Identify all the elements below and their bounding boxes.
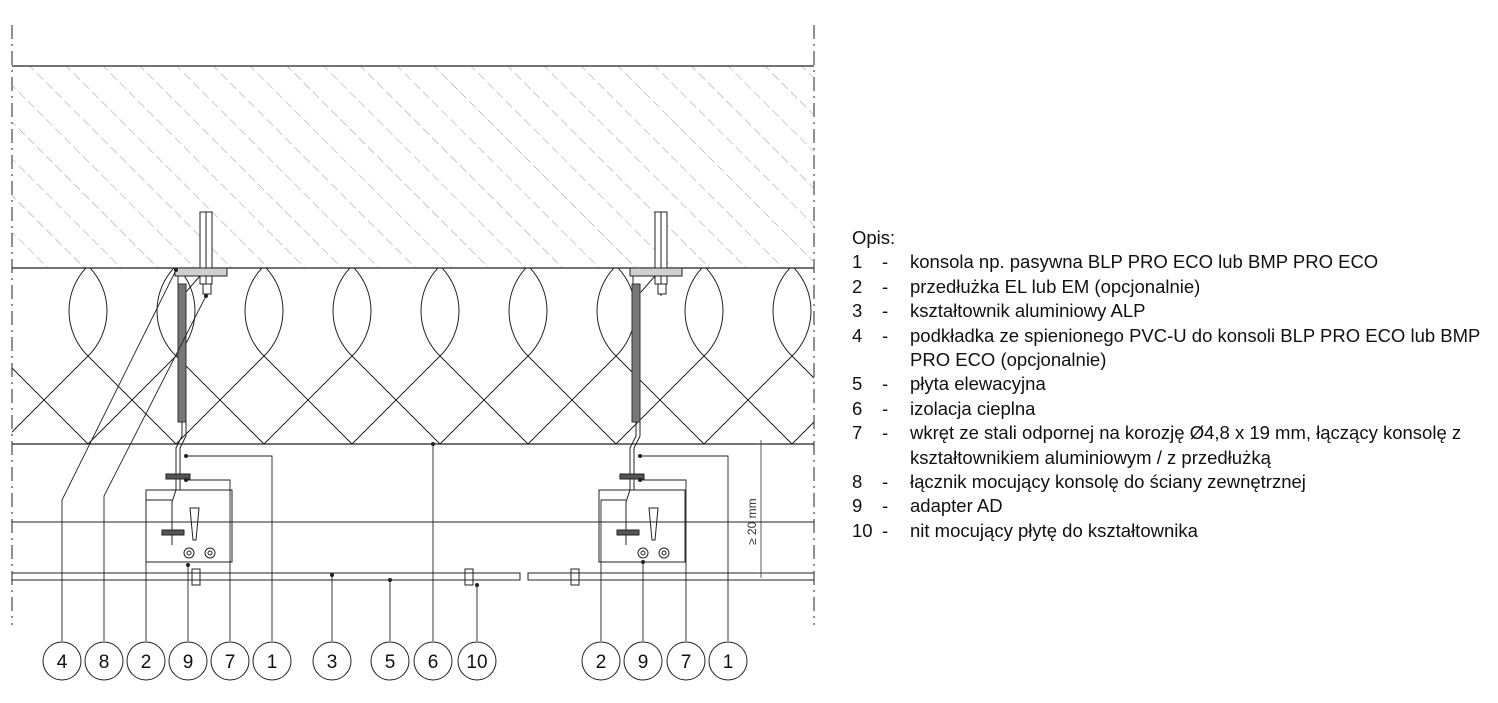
callout-circle	[370, 641, 410, 681]
callout-circle	[42, 641, 82, 681]
legend-item: 5-płyta elewacyjna	[852, 372, 1492, 396]
legend-item: 6-izolacja cieplna	[852, 397, 1492, 421]
legend-item-number: 6	[852, 397, 863, 419]
legend-item-text: wkręt ze stali odpornej na korozję Ø4,8 …	[910, 422, 1462, 468]
callout-label: 3	[327, 652, 338, 673]
legend-item: 3-kształtownik aluminiowy ALP	[852, 299, 1492, 323]
dimension-label: ≥ 20 mm	[745, 498, 759, 545]
callout-circle	[84, 641, 124, 681]
callout-label: 2	[596, 652, 607, 673]
legend-item-separator: -	[882, 495, 889, 517]
legend-list: 1-konsola np. pasywna BLP PRO ECO lub BM…	[852, 250, 1492, 543]
legend-item-number: 10	[852, 519, 873, 541]
leader-dots	[174, 268, 645, 587]
callout-circle	[210, 641, 250, 681]
callout-circle	[623, 641, 663, 681]
legend-panel: Opis: 1-konsola np. pasywna BLP PRO ECO …	[852, 226, 1492, 543]
callout-label: 5	[385, 652, 396, 673]
legend-item-separator: -	[882, 519, 889, 541]
legend-item: 9-adapter AD	[852, 494, 1492, 518]
legend-item-number: 9	[852, 495, 863, 517]
callout-label: 7	[681, 652, 692, 673]
callout-label: 1	[723, 652, 734, 673]
legend-item-text: konsola np. pasywna BLP PRO ECO lub BMP …	[910, 251, 1379, 273]
callout-label: 2	[141, 652, 152, 673]
legend-item-separator: -	[882, 300, 889, 322]
callout-label: 8	[99, 652, 110, 673]
wall-hatch	[12, 66, 814, 268]
leader-lines	[61, 269, 729, 641]
legend-item-separator: -	[882, 251, 889, 273]
bracket-assembly-right	[570, 211, 686, 586]
legend-item-text: przedłużka EL lub EM (opcjonalnie)	[910, 275, 1201, 297]
callout-label: 1	[267, 652, 278, 673]
legend-heading: Opis:	[852, 227, 896, 248]
callout-bubbles: 4 8 2 9 7 1 3 5 6 10 2 9 7 1	[42, 641, 748, 681]
callout-circle	[457, 641, 497, 681]
legend-item-text: płyta elewacyjna	[910, 373, 1046, 395]
callout-label: 9	[638, 652, 649, 673]
legend-item-text: izolacja cieplna	[910, 397, 1036, 419]
legend-item-number: 8	[852, 471, 863, 493]
callout-label: 4	[57, 652, 68, 673]
legend-item-number: 7	[852, 422, 863, 444]
legend-item-number: 3	[852, 300, 863, 322]
callout-circle	[312, 641, 352, 681]
bracket-assembly-left	[145, 211, 233, 586]
callout-label: 9	[183, 652, 194, 673]
legend-item-separator: -	[882, 471, 889, 493]
callout-circle	[252, 641, 292, 681]
legend-item-text: podkładka ze spienionego PVC-U do konsol…	[910, 324, 1481, 371]
callout-circle	[413, 641, 453, 681]
legend-item-text: kształtownik aluminiowy ALP	[910, 300, 1146, 322]
legend-item-text: nit mocujący płytę do kształtownika	[910, 519, 1198, 541]
callout-circle	[168, 641, 208, 681]
legend-item: 10-nit mocujący płytę do kształtownika	[852, 519, 1492, 543]
legend-item-text: adapter AD	[910, 495, 1003, 517]
insulation-symbol	[12, 268, 814, 444]
legend-item-separator: -	[882, 373, 889, 395]
legend-item-number: 5	[852, 373, 863, 395]
callout-label: 6	[428, 652, 439, 673]
legend-item: 7-wkręt ze stali odpornej na korozję Ø4,…	[852, 421, 1492, 470]
callout-circle	[581, 641, 621, 681]
legend-item: 2-przedłużka EL lub EM (opcjonalnie)	[852, 275, 1492, 299]
legend-item-number: 4	[852, 324, 863, 346]
callout-label: 7	[225, 652, 236, 673]
callout-circle	[708, 641, 748, 681]
callout-circle	[126, 641, 166, 681]
legend-item: 8-łącznik mocujący konsolę do ściany zew…	[852, 470, 1492, 494]
legend-item: 1-konsola np. pasywna BLP PRO ECO lub BM…	[852, 250, 1492, 274]
legend-item: 4-podkładka ze spienionego PVC-U do kons…	[852, 324, 1492, 373]
cladding-panels	[11, 572, 815, 581]
legend-item-text: łącznik mocujący konsolę do ściany zewnę…	[910, 471, 1306, 493]
callout-label: 10	[466, 652, 487, 673]
legend-item-separator: -	[882, 397, 889, 419]
rivet-middle	[464, 568, 474, 586]
legend-item-separator: -	[882, 422, 889, 444]
legend-item-separator: -	[882, 324, 889, 346]
dimension-marker	[755, 440, 767, 578]
legend-item-number: 2	[852, 275, 863, 297]
legend-item-number: 1	[852, 251, 863, 273]
legend-item-separator: -	[882, 275, 889, 297]
callout-circle	[666, 641, 706, 681]
